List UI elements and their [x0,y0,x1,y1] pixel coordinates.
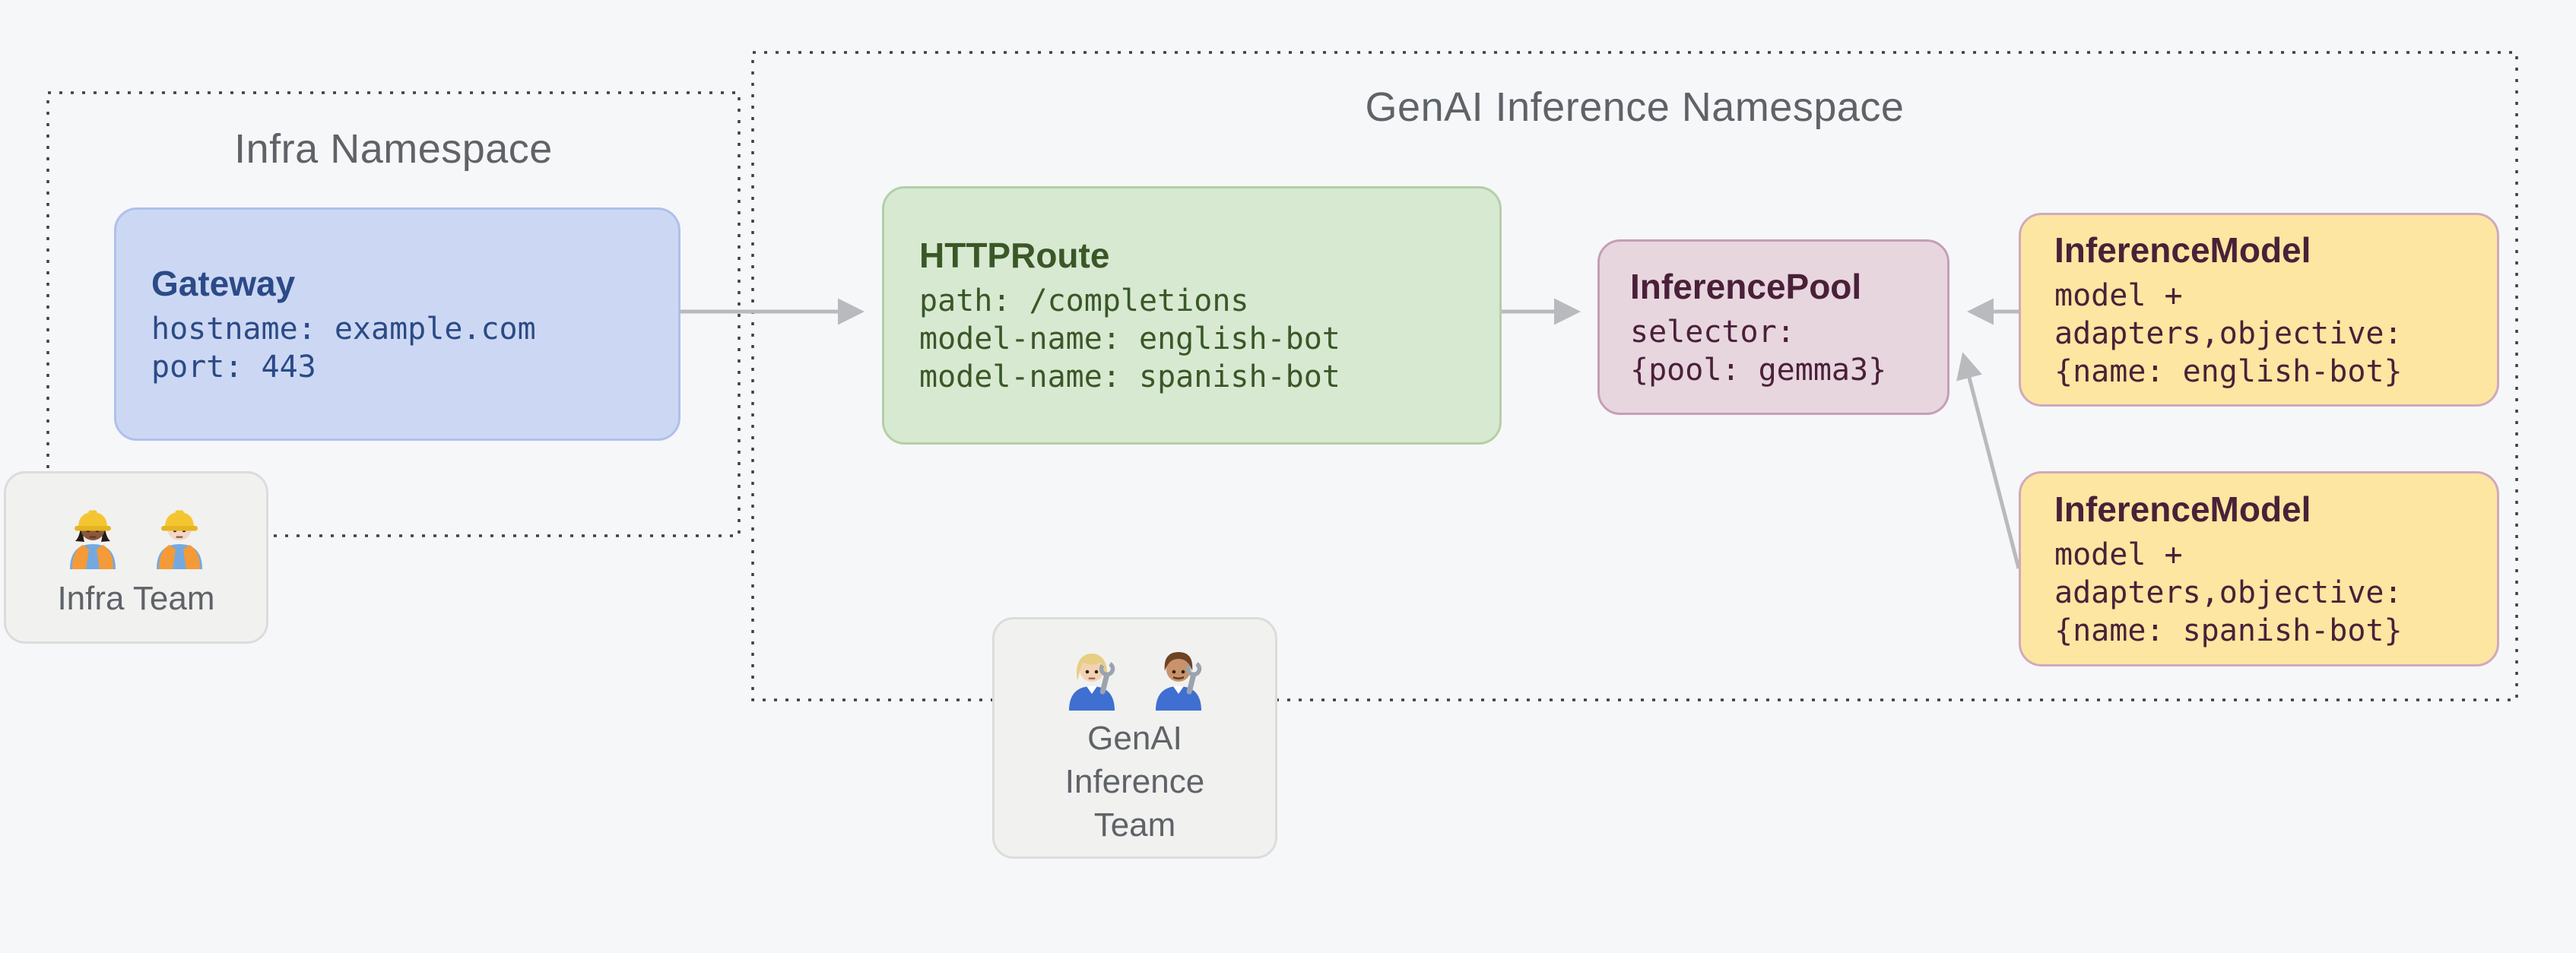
genai-team-label-line: Inference [1064,763,1205,800]
genai-team-label-line: GenAI [1087,720,1182,757]
infra-team-card: Infra Team [4,471,268,644]
woman-construction-worker-icon [70,510,116,569]
node-inference-model-english: InferenceModel model + adapters,objectiv… [2019,213,2499,407]
node-gateway: Gateway hostname: example.com port: 443 [114,207,680,441]
inference-model-english-title: InferenceModel [2054,230,2311,270]
httproute-title: HTTPRoute [919,236,1110,275]
woman-mechanic-icon [1054,635,1130,711]
httproute-path-line: path: /completions [919,283,1249,318]
inference-model-spanish-line: model + [2054,537,2183,572]
gateway-hostname-line: hostname: example.com [151,311,536,347]
node-inference-pool: InferencePool selector: {pool: gemma3} [1597,239,1949,415]
man-mechanic-icon [1140,635,1217,711]
genai-team-label-line: Team [1093,806,1176,844]
genai-namespace-border [751,51,2518,701]
gateway-port-line: port: 443 [151,349,316,385]
genai-inference-team-card: GenAI Inference Team [992,617,1277,859]
inference-pool-title: InferencePool [1630,266,1862,306]
inference-pool-selector-line: selector: [1630,314,1795,350]
genai-team-figures [1054,635,1217,711]
node-inference-model-spanish: InferenceModel model + adapters,objectiv… [2019,471,2499,666]
inference-pool-pool-line: {pool: gemma3} [1630,352,1887,388]
man-construction-worker-icon [157,510,202,569]
node-httproute: HTTPRoute path: /completions model-name:… [882,186,1502,445]
inference-model-spanish-title: InferenceModel [2054,489,2311,529]
genai-namespace-title: GenAI Inference Namespace [1365,84,1905,130]
infra-team-figures [55,493,217,569]
arrow-inferencemodel-spanish-to-inferencepool [1956,352,2021,569]
inference-model-spanish-line: {name: spanish-bot} [2054,613,2403,648]
infra-team-label: Infra Team [57,580,215,617]
infra-namespace-title: Infra Namespace [234,126,553,172]
inference-model-english-line: {name: english-bot} [2054,353,2403,389]
httproute-model-english-line: model-name: english-bot [919,321,1340,356]
httproute-model-spanish-line: model-name: spanish-bot [919,359,1340,394]
inference-model-english-line: model + [2054,277,2183,313]
gateway-title: Gateway [151,263,296,303]
infra-namespace-border [46,91,741,537]
genai-team-label: GenAI Inference Team [1065,717,1204,847]
inference-model-english-line: adapters,objective: [2054,315,2403,351]
inference-model-spanish-line: adapters,objective: [2054,575,2403,610]
